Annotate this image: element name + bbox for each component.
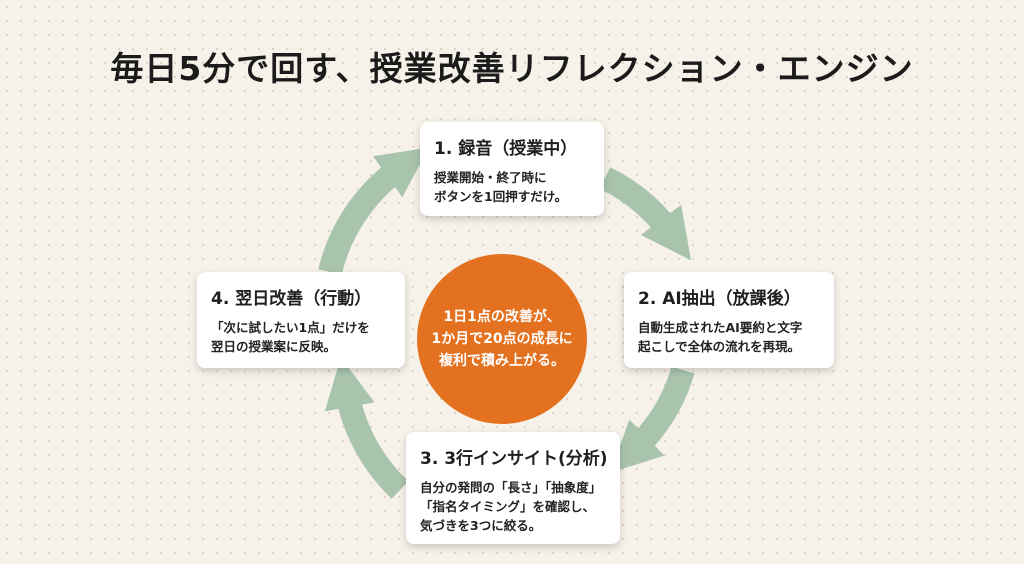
step-card-recording: 1. 録音（授業中） 授業開始・終了時に ボタンを1回押すだけ。 — [420, 122, 604, 216]
arrow-1-to-2 — [599, 167, 692, 261]
step-body-line: 「指名タイミング」を確認し、 — [420, 499, 596, 514]
page-title: 毎日5分で回す、授業改善リフレクション・エンジン — [110, 49, 914, 88]
step-heading: 1. 録音（授業中） — [434, 139, 578, 159]
center-line-3: 複利で積み上がる。 — [439, 353, 565, 369]
step-body-line: 翌日の授業案に反映。 — [211, 339, 337, 354]
arrow-3-to-4 — [324, 357, 409, 499]
step-body-line: ボタンを1回押すだけ。 — [434, 189, 568, 204]
step-card-ai-extraction: 2. AI抽出（放課後） 自動生成されたAI要約と文字 起こしで全体の流れを再現… — [624, 272, 834, 368]
step-heading: 2. AI抽出（放課後） — [638, 289, 801, 309]
step-heading: 4. 翌日改善（行動） — [211, 289, 372, 309]
step-body-line: 「次に試したい1点」だけを — [211, 320, 370, 335]
step-body-line: 自分の発問の「長さ」「抽象度」 — [420, 480, 602, 495]
step-card-next-day-improvement: 4. 翌日改善（行動） 「次に試したい1点」だけを 翌日の授業案に反映。 — [197, 272, 405, 368]
step-body-line: 授業開始・終了時に — [434, 170, 547, 185]
step-body-line: 起こしで全体の流れを再現。 — [638, 339, 801, 354]
step-card-insight: 3. 3行インサイト(分析) 自分の発問の「長さ」「抽象度」 「指名タイミング」… — [406, 432, 620, 544]
center-line-2: 1か月で20点の成長に — [431, 331, 573, 347]
arrow-2-to-3 — [610, 366, 695, 473]
step-body-line: 自動生成されたAI要約と文字 — [638, 320, 803, 335]
arrow-4-to-1 — [318, 147, 429, 275]
center-line-1: 1日1点の改善が、 — [443, 309, 561, 325]
step-body-line: 気づきを3つに絞る。 — [420, 518, 542, 533]
step-heading: 3. 3行インサイト(分析) — [420, 449, 608, 469]
center-circle: 1日1点の改善が、 1か月で20点の成長に 複利で積み上がる。 — [417, 254, 587, 424]
